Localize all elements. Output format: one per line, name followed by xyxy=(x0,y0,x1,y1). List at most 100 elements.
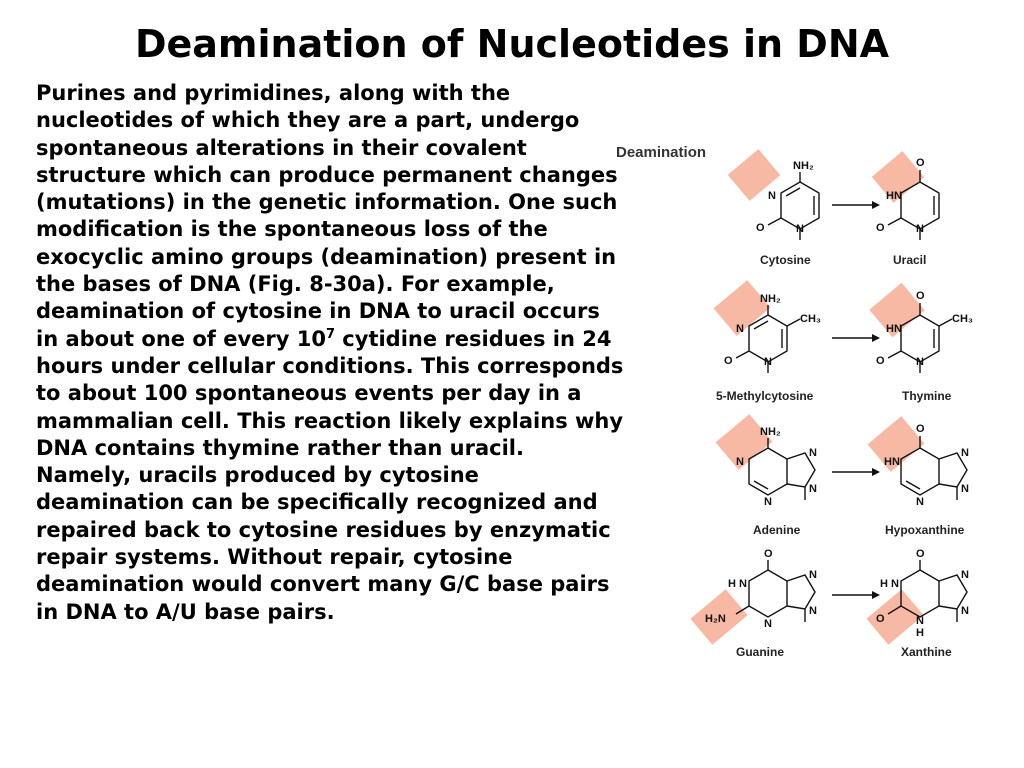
atom-label: O xyxy=(764,548,773,560)
hypoxanthine-label: Hypoxanthine xyxy=(885,523,965,537)
atom-label: N xyxy=(961,447,969,459)
bond-line xyxy=(780,181,820,230)
uracil-label: Uracil xyxy=(893,253,926,267)
reaction-methylcytosine-thymine: NH₂ CH₃ N O N O CH₃ HN O N 5-Methylcytos… xyxy=(713,280,973,403)
bond-line xyxy=(753,320,769,330)
guanine-label: Guanine xyxy=(736,645,784,659)
exponent: 7 xyxy=(325,326,335,342)
body-paragraph: Purines and pyrimidines, along with the … xyxy=(36,80,626,626)
atom-label: O xyxy=(916,423,925,435)
atom-label: N xyxy=(809,483,817,495)
bond-line xyxy=(938,452,968,488)
atom-label: O xyxy=(876,355,885,367)
atom-label: O xyxy=(916,157,925,169)
reaction-adenine-hypoxanthine: NH₂ N N N N O HN N N N Adenine Hypoxanth… xyxy=(715,414,969,537)
atom-label: N xyxy=(764,618,772,630)
bond-line xyxy=(900,447,940,496)
thymine-label: Thymine xyxy=(902,389,952,403)
atom-label: N xyxy=(916,223,924,235)
atom-label: O xyxy=(756,222,765,234)
xanthine-structure: O H N O N H N N xyxy=(866,548,969,645)
guanine-highlight xyxy=(690,589,748,645)
bond-line xyxy=(786,318,801,327)
atom-label: CH₃ xyxy=(952,313,973,325)
bond-line xyxy=(872,334,880,342)
atom-label: N xyxy=(961,569,969,581)
adenine-structure: NH₂ N N N N xyxy=(715,414,817,508)
hypoxanthine-highlight xyxy=(867,416,925,472)
atom-label: HN xyxy=(886,190,902,202)
deamination-diagram: Deamination NH₂ N O N O HN xyxy=(616,144,973,659)
atom-label: N xyxy=(961,483,969,495)
bond-line xyxy=(900,569,940,618)
atom-label: O xyxy=(876,613,885,625)
atom-label: N xyxy=(736,456,744,468)
bond-line xyxy=(872,201,880,209)
xanthine-highlight xyxy=(866,589,924,645)
atom-label: H xyxy=(916,627,924,639)
atom-label: N xyxy=(809,569,817,581)
bond-line xyxy=(785,187,801,197)
methylcytosine-label: 5-Methylcytosine xyxy=(716,389,814,403)
bond-line xyxy=(938,318,953,327)
atom-label: N xyxy=(916,496,924,508)
atom-label: H₂N xyxy=(705,613,726,625)
bond-line xyxy=(786,452,816,488)
atom-label: N xyxy=(961,605,969,617)
bond-line xyxy=(872,468,880,476)
deamination-figure: Deamination NH₂ N O N O HN xyxy=(610,130,1010,670)
guanine-structure: O H N H₂N N N N xyxy=(690,548,817,645)
bond-line xyxy=(887,217,902,226)
atom-label: H N xyxy=(880,578,899,590)
atom-label: HN xyxy=(886,323,902,335)
cytosine-structure: NH₂ N O N xyxy=(727,149,820,240)
atom-label: N xyxy=(764,496,772,508)
atom-label: HN xyxy=(884,456,900,468)
thymine-structure: O CH₃ HN O N xyxy=(869,282,973,373)
atom-label: NH₂ xyxy=(760,293,781,305)
methylcytosine-structure: NH₂ CH₃ N O N xyxy=(713,280,821,373)
atom-label: NH₂ xyxy=(760,426,781,438)
cytosine-label: Cytosine xyxy=(760,253,811,267)
methylcytosine-highlight xyxy=(713,280,771,336)
figure-heading: Deamination xyxy=(616,144,706,161)
atom-label: NH₂ xyxy=(793,160,814,172)
atom-label: H N xyxy=(728,578,747,590)
atom-label: N xyxy=(809,605,817,617)
atom-label: N xyxy=(809,447,817,459)
bond-line xyxy=(735,350,750,359)
bond-line xyxy=(748,314,788,363)
atom-label: O xyxy=(916,290,925,302)
atom-label: O xyxy=(876,222,885,234)
atom-label: N xyxy=(736,323,744,335)
bond-line xyxy=(753,480,769,490)
paragraph-part-2: cytidine residues in 24 hours under cell… xyxy=(36,326,624,624)
atom-label: N xyxy=(916,615,924,627)
bond-line xyxy=(905,480,921,490)
bond-line xyxy=(887,350,902,359)
reaction-cytosine-uracil: NH₂ N O N O HN O N Cytosine Uracil xyxy=(727,149,940,267)
atom-label: O xyxy=(724,355,733,367)
atom-label: N xyxy=(764,356,772,368)
reaction-guanine-xanthine: O H N H₂N N N N O H N O N H N N Guanine … xyxy=(690,548,969,659)
thymine-highlight xyxy=(869,282,925,338)
adenine-highlight xyxy=(715,414,773,470)
bond-line xyxy=(938,574,968,610)
bond-line xyxy=(786,574,816,610)
bond-line xyxy=(748,447,788,496)
atom-label: O xyxy=(916,548,925,560)
atom-label: N xyxy=(768,190,776,202)
uracil-highlight xyxy=(871,151,925,203)
paragraph-part-1: Purines and pyrimidines, along with the … xyxy=(36,81,618,351)
adenine-label: Adenine xyxy=(753,523,801,537)
cytosine-highlight xyxy=(727,149,781,201)
hypoxanthine-structure: O HN N N N xyxy=(867,416,969,508)
bond-line xyxy=(767,217,782,226)
bond-line xyxy=(748,569,788,618)
bond-line xyxy=(872,591,880,599)
atom-label: N xyxy=(916,356,924,368)
xanthine-label: Xanthine xyxy=(901,645,952,659)
atom-label: N xyxy=(796,223,804,235)
slide-title: Deamination of Nucleotides in DNA xyxy=(134,22,890,66)
uracil-structure: O HN O N xyxy=(871,151,940,240)
